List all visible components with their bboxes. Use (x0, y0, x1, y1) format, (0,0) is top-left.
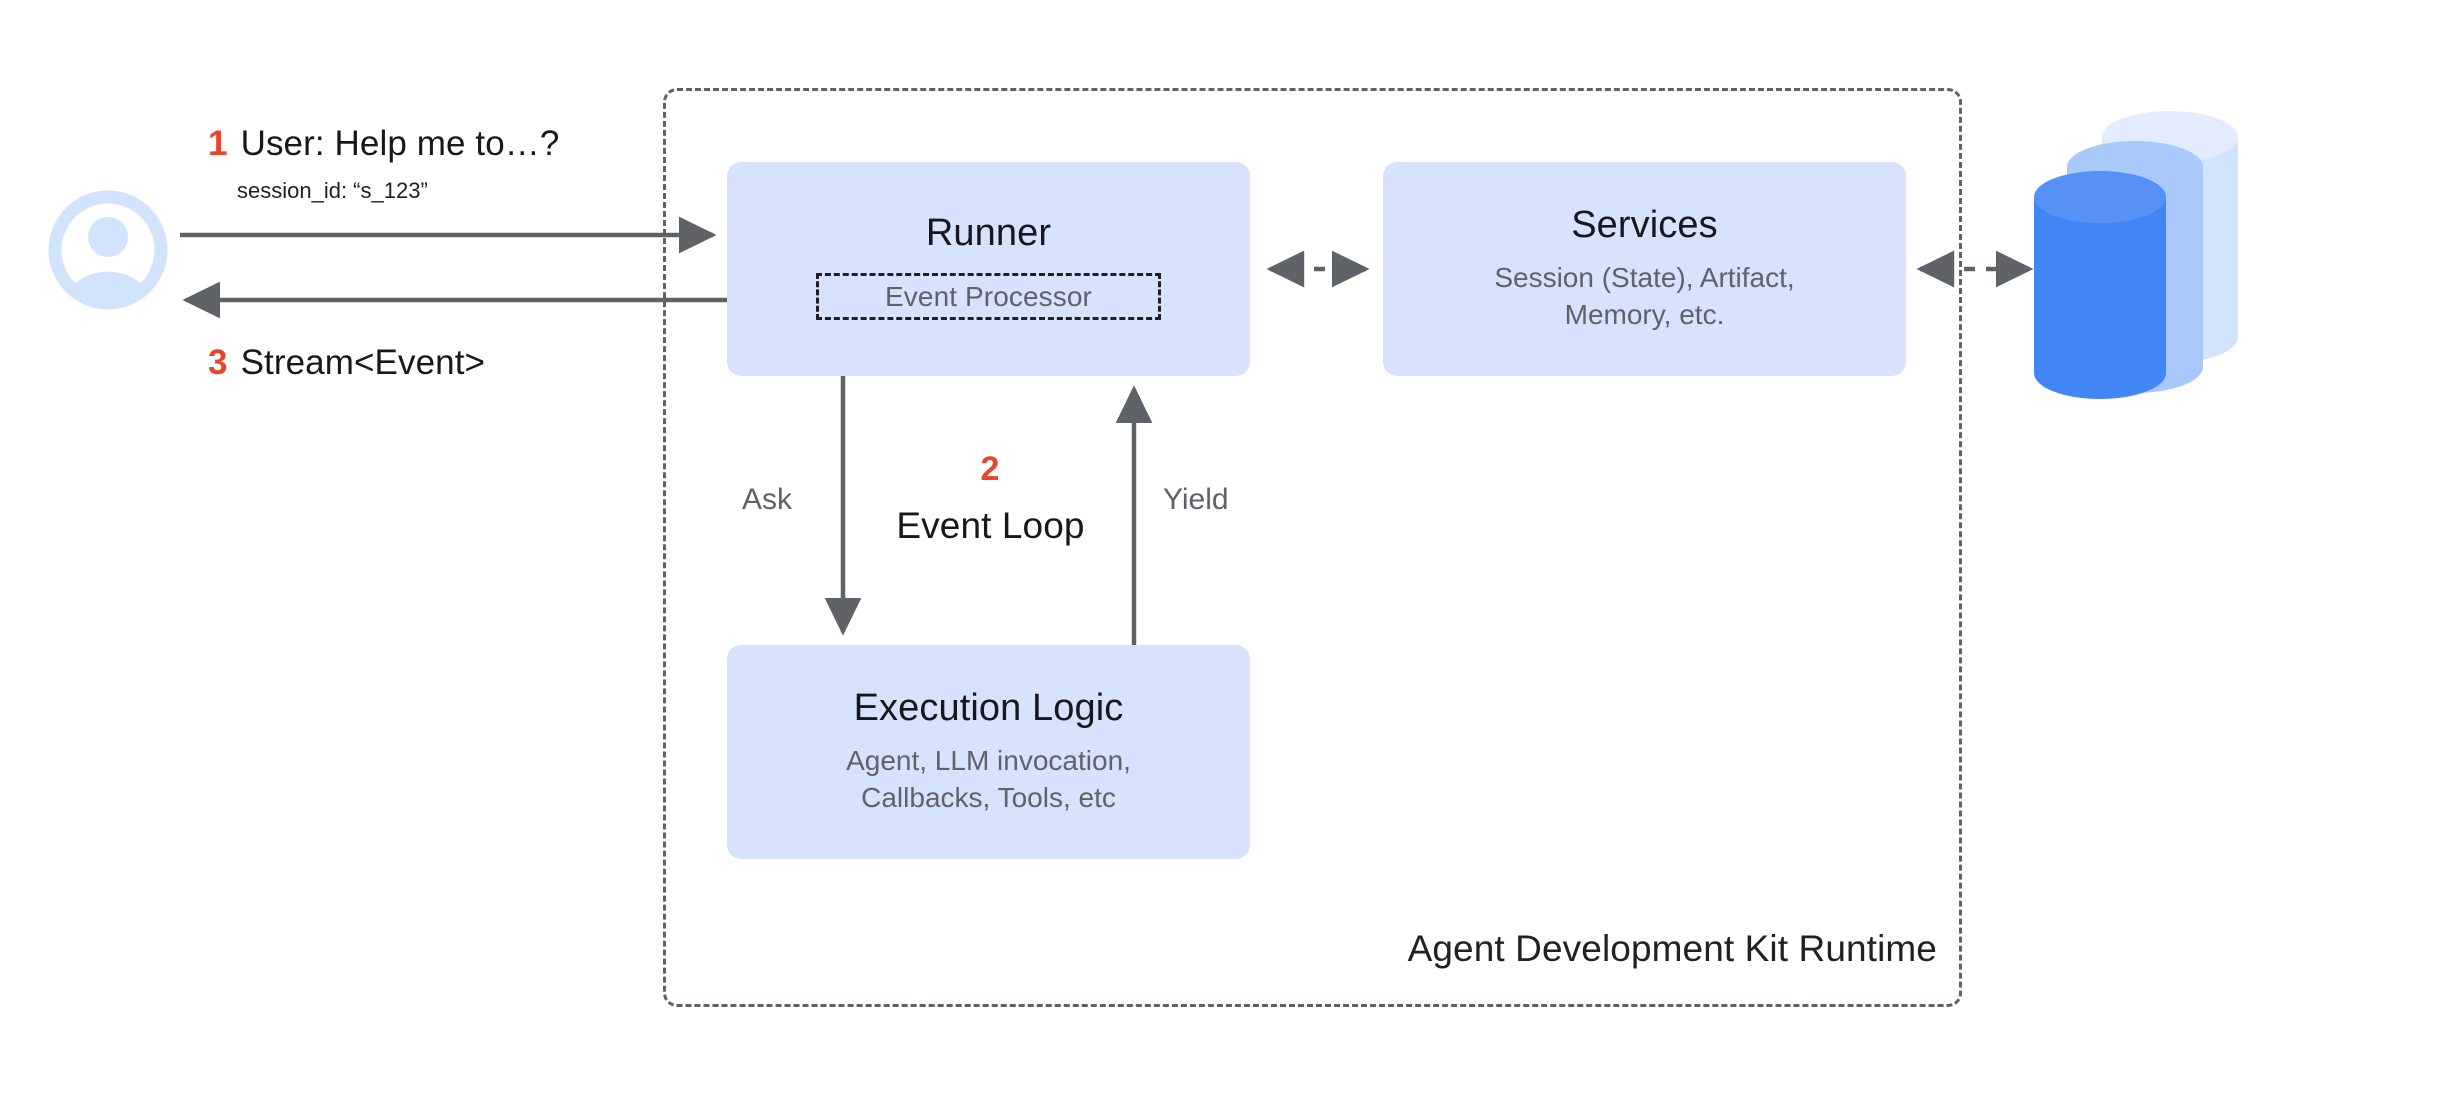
execution-logic-node[interactable]: Execution Logic Agent, LLM invocation, C… (727, 645, 1250, 859)
services-title: Services (1571, 204, 1718, 247)
adk-runtime-boundary (663, 88, 1962, 1007)
services-subtitle-line-2: Memory, etc. (1564, 298, 1725, 330)
event-processor-label: Event Processor (885, 280, 1092, 312)
runner-node[interactable]: Runner Event Processor (727, 162, 1250, 376)
execution-logic-subtitle-line-2: Callbacks, Tools, etc (861, 781, 1116, 813)
step-number-3: 3 (208, 343, 228, 382)
services-node[interactable]: Services Session (State), Artifact, Memo… (1383, 162, 1906, 376)
services-subtitle: Session (State), Artifact, Memory, etc. (1494, 260, 1794, 334)
runner-title: Runner (925, 211, 1052, 254)
storage-title: Storage (2116, 414, 2220, 446)
runtime-title: Agent Development Kit Runtime (1407, 928, 1937, 969)
database-cylinder-icon (2034, 111, 2238, 399)
event-processor-node[interactable]: Event Processor (816, 273, 1161, 321)
yield-label: Yield (1163, 483, 1229, 516)
execution-logic-subtitle-line-1: Agent, LLM invocation, (846, 744, 1131, 776)
execution-logic-title: Execution Logic (853, 687, 1124, 730)
event-loop-label: Event Loop (896, 505, 1085, 546)
stream-event-text: Stream<Event> (240, 343, 486, 382)
step-number-2: 2 (980, 450, 1000, 488)
services-subtitle-line-1: Session (State), Artifact, (1494, 261, 1795, 293)
session-id-label: session_id: “s_123” (237, 178, 428, 203)
step-number-1: 1 (208, 124, 228, 163)
user-request-label: 1 User: Help me to…? (208, 124, 559, 164)
user-request-text: User: Help me to…? (240, 124, 560, 163)
execution-logic-subtitle: Agent, LLM invocation, Callbacks, Tools,… (846, 743, 1131, 817)
stream-event-label: 3 Stream<Event> (208, 343, 485, 383)
ask-label: Ask (742, 483, 793, 516)
user-circle-icon (48, 190, 168, 310)
storage-node[interactable]: Storage (2032, 92, 2377, 446)
